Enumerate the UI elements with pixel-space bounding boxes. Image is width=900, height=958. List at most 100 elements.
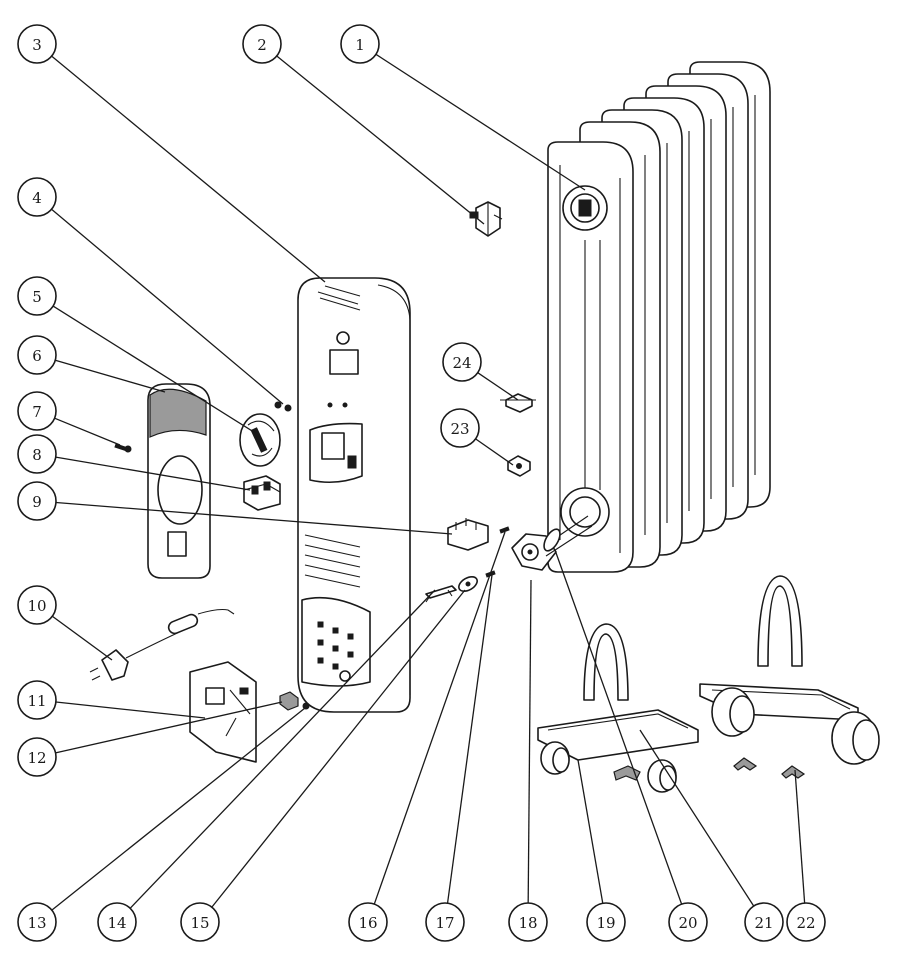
grille-holes — [317, 621, 354, 682]
callout-number: 2 — [257, 36, 267, 54]
callout-16: 16 — [348, 902, 388, 942]
leader-line — [55, 701, 283, 754]
foot-clip — [733, 757, 758, 771]
leader-line — [55, 359, 166, 393]
callout-circle — [348, 902, 388, 942]
radiator-fin-front — [547, 141, 634, 573]
callout-circle — [180, 902, 220, 942]
callout-number: 23 — [450, 420, 469, 438]
callout-12: 12 — [17, 737, 57, 777]
callout-circle — [440, 408, 480, 448]
callout-number: 20 — [678, 914, 697, 932]
caster-wheel — [540, 741, 570, 775]
screw — [499, 526, 510, 534]
callout-number: 3 — [32, 36, 42, 54]
leader-line — [51, 707, 306, 911]
callout-number: 12 — [27, 749, 46, 767]
caster-wheel — [831, 711, 880, 765]
leader-line — [276, 55, 485, 225]
callout-circle — [97, 902, 137, 942]
callout-2: 2 — [242, 24, 282, 64]
drain-nut — [507, 455, 531, 477]
leader-line — [475, 438, 514, 466]
callout-3: 3 — [17, 24, 57, 64]
callout-15: 15 — [180, 902, 220, 942]
leader-line — [375, 53, 586, 191]
thermostat-knob — [239, 413, 281, 467]
leader-line — [55, 501, 453, 535]
callout-circle — [17, 434, 57, 474]
callout-circle — [442, 342, 482, 382]
callout-24: 24 — [442, 342, 482, 382]
callout-number: 7 — [32, 403, 42, 421]
callout-number: 9 — [32, 493, 42, 511]
strain-relief — [279, 691, 299, 711]
callout-number: 6 — [32, 347, 42, 365]
callout-circle — [17, 177, 57, 217]
callout-number: 1 — [355, 36, 365, 54]
callout-number: 13 — [27, 914, 46, 932]
caster-wheel — [711, 687, 755, 737]
callout-number: 4 — [32, 189, 42, 207]
caster-wheel — [647, 759, 677, 793]
callout-number: 19 — [596, 914, 615, 932]
callout-number: 16 — [358, 914, 377, 932]
callout-number: 14 — [107, 914, 126, 932]
callout-1: 1 — [340, 24, 380, 64]
leader-line — [577, 759, 604, 904]
leader-line — [477, 372, 519, 401]
terminal-block — [447, 518, 489, 551]
callout-circle — [242, 24, 282, 64]
caster-foot-left — [537, 623, 699, 793]
callout-number: 15 — [190, 914, 209, 932]
callout-9: 9 — [17, 481, 57, 521]
heating-element-tube — [543, 515, 593, 557]
callout-circle — [340, 24, 380, 64]
front-panel-cover — [147, 383, 211, 579]
callout-circle — [17, 24, 57, 64]
callout-number: 21 — [754, 914, 773, 932]
callout-number: 17 — [435, 914, 454, 932]
callout-23: 23 — [440, 408, 480, 448]
callout-circle — [17, 680, 57, 720]
callout-18: 18 — [508, 902, 548, 942]
callout-circle — [17, 585, 57, 625]
callout-number: 24 — [452, 354, 471, 372]
callout-13: 13 — [17, 902, 57, 942]
callout-circle — [668, 902, 708, 942]
leader-line — [52, 305, 258, 435]
callout-7: 7 — [17, 391, 57, 431]
control-housing — [297, 277, 411, 713]
leader-line — [211, 589, 466, 908]
callout-circle — [17, 737, 57, 777]
leader-line — [373, 531, 506, 905]
callout-number: 8 — [32, 446, 42, 464]
leader-line — [129, 589, 436, 909]
leader-line — [51, 55, 326, 283]
callout-circle — [17, 481, 57, 521]
callout-10: 10 — [17, 585, 57, 625]
callout-20: 20 — [668, 902, 708, 942]
leader-line — [55, 701, 206, 719]
rocker-switch — [243, 475, 281, 511]
callout-circle — [17, 335, 57, 375]
callout-4: 4 — [17, 177, 57, 217]
leader-line — [54, 417, 121, 446]
callout-circle — [508, 902, 548, 942]
callout-number: 18 — [518, 914, 537, 932]
callout-6: 6 — [17, 335, 57, 375]
callout-circle — [744, 902, 784, 942]
leader-lines — [51, 53, 806, 911]
leader-line — [51, 615, 113, 661]
callout-number: 11 — [27, 692, 46, 710]
leader-line — [794, 769, 806, 904]
foot-clip — [781, 765, 806, 779]
leader-line — [639, 729, 755, 907]
screw-pair — [274, 401, 292, 412]
callout-8: 8 — [17, 434, 57, 474]
callout-21: 21 — [744, 902, 784, 942]
screw — [114, 443, 132, 453]
leader-line — [446, 574, 493, 904]
